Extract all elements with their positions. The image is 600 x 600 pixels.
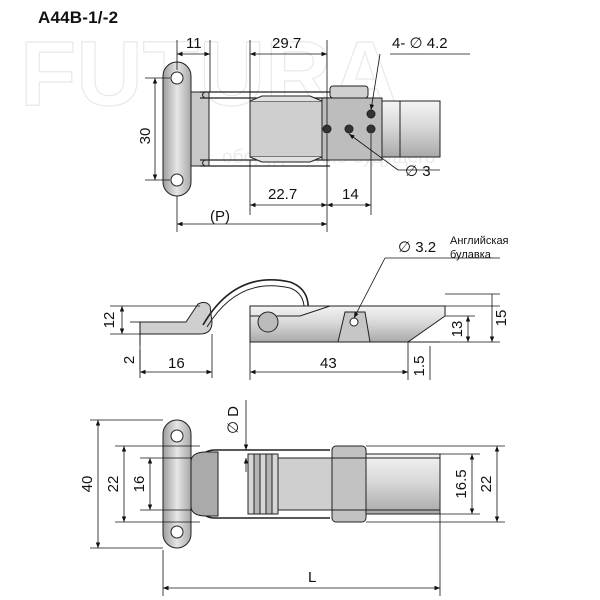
top-plate-hole-2 (170, 173, 184, 187)
side-pivot (257, 311, 279, 333)
bottom-view (162, 419, 441, 549)
top-hole-1 (322, 124, 332, 134)
dim-14: 14 (342, 186, 359, 203)
dim-16-side: 16 (168, 355, 185, 372)
top-catch (381, 100, 441, 158)
dim-holes: 4- ∅ 4.2 (392, 35, 448, 52)
dim-l: L (308, 569, 316, 586)
top-hole-4 (366, 109, 376, 119)
dim-29-7: 29.7 (272, 35, 301, 52)
bottom-view-dimensions (90, 400, 505, 596)
dim-p: (P) (210, 208, 230, 225)
dim-2: 2 (121, 356, 138, 364)
bottom-catch (365, 453, 441, 515)
dim-3: ∅ 3 (405, 163, 431, 180)
top-view-dimensions (145, 40, 470, 232)
pin-note-line1: Английская (450, 235, 509, 247)
bottom-plate-hole-2 (170, 525, 184, 539)
dim-43: 43 (320, 355, 337, 372)
dim-12: 12 (101, 312, 118, 329)
top-view (162, 61, 441, 197)
dim-30: 30 (137, 128, 154, 145)
side-hook (139, 301, 213, 335)
dim-16-bottom: 16 (131, 476, 148, 493)
side-view-dimensions (110, 257, 500, 380)
top-hole-2 (344, 124, 354, 134)
pin-note-line2: булавка (450, 249, 492, 261)
top-hole-3 (366, 124, 376, 134)
dim-22-left: 22 (105, 476, 122, 493)
dim-22-right: 22 (478, 476, 495, 493)
dim-22-7: 22.7 (268, 186, 297, 203)
dim-16-5: 16.5 (453, 469, 470, 498)
dim-1-5: 1.5 (411, 356, 428, 377)
top-plate-hole-1 (170, 71, 184, 85)
dim-13: 13 (449, 321, 466, 338)
bottom-hook (190, 451, 219, 517)
dim-40: 40 (79, 476, 96, 493)
dim-d: ∅ D (225, 406, 242, 434)
bottom-body (331, 445, 367, 523)
side-pin (349, 317, 359, 327)
side-view (139, 279, 446, 343)
dim-15: 15 (493, 310, 510, 327)
top-hook (190, 91, 210, 167)
dim-pin-dia: ∅ 3.2 (398, 239, 436, 256)
bottom-plate-hole-1 (170, 429, 184, 443)
bottom-hinge (247, 453, 279, 515)
dim-11: 11 (186, 35, 202, 52)
page-title: A44B-1/-2 (38, 8, 119, 27)
top-lever (249, 100, 323, 158)
